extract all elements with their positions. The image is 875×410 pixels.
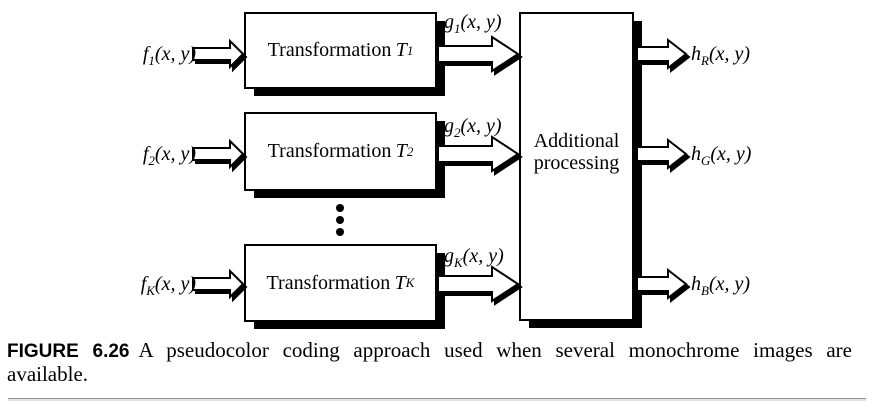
middle-arrow-1 [437,36,522,75]
math-sub: 2 [454,125,461,140]
output-arrow-1 [636,39,690,72]
bottom-divider [8,398,866,401]
math-sub: B [701,283,709,298]
math-base: T [395,140,407,162]
math-sub: K [146,283,155,298]
additional-processing-line1: Additional [533,129,620,152]
math-args: (x, y) [708,273,751,295]
math-args: (x, y) [710,143,752,165]
transformation-word: Transformation [267,140,392,162]
math-base: h [691,143,701,165]
middle-arrow-2 [437,136,522,175]
diagram-graphics [192,12,690,329]
output-label-hR: hR(x, y) [691,43,751,68]
output-label-hG: hG(x, y) [691,143,752,168]
math-sub: R [701,53,709,68]
math-args: (x, y) [460,11,502,33]
math-base: f [142,43,149,65]
input-label-f2: f2(x, y) [66,143,196,168]
input-arrow-2 [192,140,247,171]
math-args: (x, y) [154,143,196,165]
math-sub: K [454,255,463,270]
math-sub: G [701,153,711,168]
middle-arrow-3 [437,266,522,305]
math-base: h [691,273,701,295]
additional-processing-label: Additional processing [520,13,633,320]
math-base: T [394,271,406,294]
math-base: g [444,245,454,267]
math-args: (x, y) [154,273,196,295]
math-base: f [142,143,149,165]
input-arrow-3 [192,270,247,301]
math-args: (x, y) [460,115,502,137]
figure-caption-text: A pseudocolor coding approach used when … [7,338,852,386]
intermediate-label-g1: g1(x, y) [444,11,502,36]
input-label-f1: f1(x, y) [66,43,196,68]
intermediate-label-g2: g2(x, y) [444,115,502,140]
transformation-word: Transformation [266,271,391,294]
additional-processing-box [519,12,642,328]
math-base: g [444,11,454,33]
math-sub: 1 [454,21,461,36]
ellipsis-dots [336,204,344,236]
transformation-box-3 [244,244,445,329]
math-base: T [395,39,407,61]
input-label-fK: fK(x, y) [66,273,196,298]
math-sub: 2 [148,153,155,168]
math-sub: 1 [148,53,155,68]
math-base: g [444,115,454,137]
additional-processing-line2: processing [533,151,620,174]
math-args: (x, y) [708,43,751,65]
math-base: f [140,273,147,295]
math-base: h [691,43,701,65]
transformation-box-2 [244,112,445,198]
transformation-word: Transformation [267,39,392,61]
math-args: (x, y) [154,43,196,65]
transformation-box-1 [244,12,445,96]
output-arrow-2 [636,139,690,172]
intermediate-label-gK: gK(x, y) [444,245,504,270]
figure-number: FIGURE 6.26 [7,341,130,362]
math-args: (x, y) [462,245,504,267]
output-arrow-3 [636,269,690,302]
output-label-hB: hB(x, y) [691,273,751,298]
input-arrow-1 [192,40,247,71]
